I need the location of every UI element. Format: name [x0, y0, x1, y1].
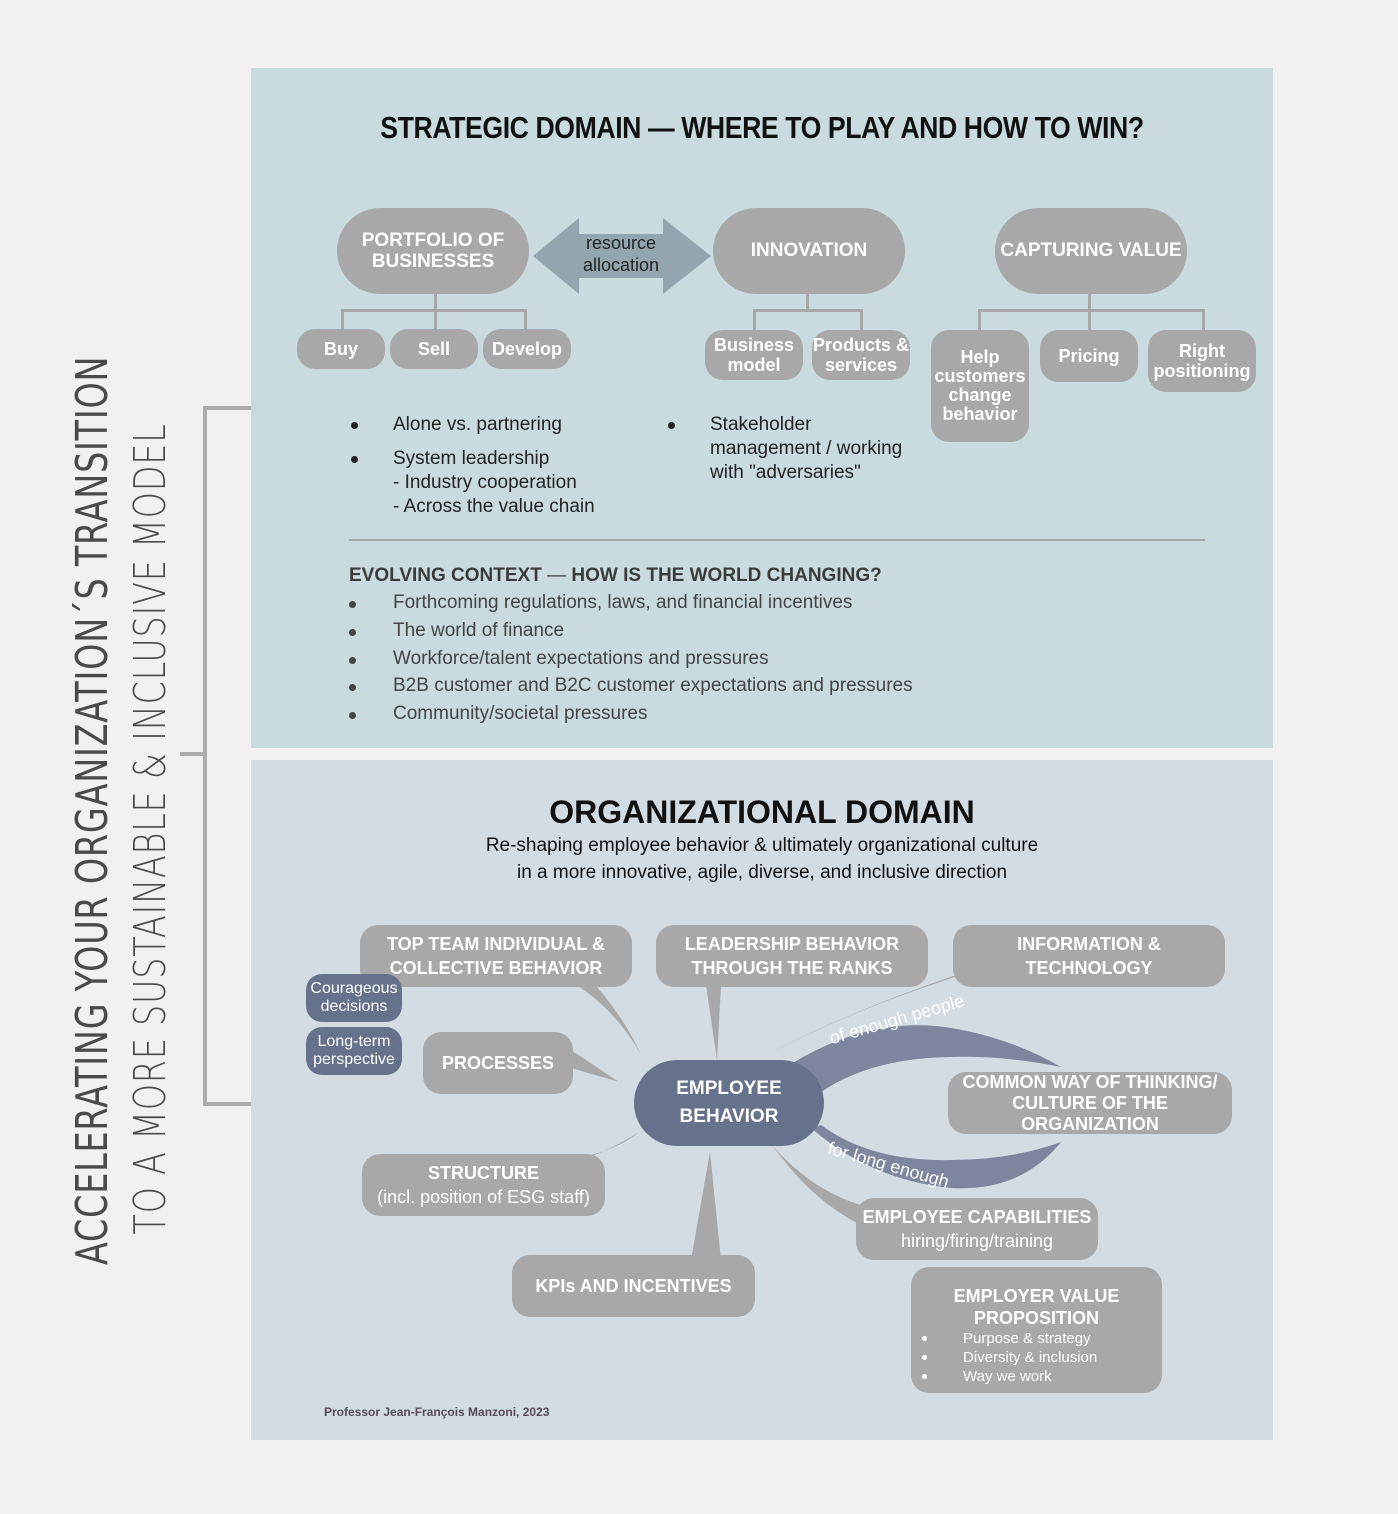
capturing-value-node: CAPTURING VALUE: [995, 208, 1187, 294]
connector: [753, 309, 756, 331]
connector: [1088, 309, 1091, 331]
kpis-bubble: KPIs AND INCENTIVES: [512, 1255, 755, 1317]
connector: [1088, 293, 1091, 311]
resource-allocation-arrow: [533, 218, 711, 294]
culture-bubble: COMMON WAY OF THINKING/CULTURE OF THE OR…: [948, 1072, 1232, 1134]
connector: [1202, 309, 1205, 331]
tail-kpis: [691, 1152, 721, 1260]
connector: [434, 293, 437, 311]
bracket-stem: [180, 752, 205, 756]
tail-leadership: [706, 985, 721, 1060]
connector: [341, 309, 344, 331]
divider: [349, 539, 1205, 541]
bullet-dot: [351, 422, 358, 429]
connector: [978, 309, 1205, 312]
bracket: [203, 406, 253, 1106]
tail-capabilities: [773, 1146, 861, 1225]
evolving-context-title: EVOLVING CONTEXT — HOW IS THE WORLD CHAN…: [349, 565, 882, 586]
connector: [860, 309, 863, 331]
organizational-domain-panel: ORGANIZATIONAL DOMAIN Re-shaping employe…: [251, 760, 1273, 1440]
connector: [978, 309, 981, 331]
tail-processes: [571, 1050, 619, 1082]
sell-node: Sell: [390, 329, 478, 369]
bullet-dot: [351, 456, 358, 463]
side-title-line2: TO A MORE SUSTAINABLE & INCLUSIVE MODEL: [125, 423, 176, 1235]
arc-top: [791, 1025, 1061, 1092]
structure-bubble: STRUCTURE(incl. position of ESG staff): [362, 1154, 605, 1216]
top-team-bubble: TOP TEAM INDIVIDUAL &COLLECTIVE BEHAVIOR: [360, 925, 632, 987]
buy-node: Buy: [297, 329, 385, 369]
bullet-stakeholder: Stakeholder management / working with "a…: [710, 414, 903, 483]
portfolio-label-2: BUSINESSES: [371, 251, 495, 272]
organizational-title: ORGANIZATIONAL DOMAIN: [549, 794, 975, 830]
bullet-system-leadership: System leadership - Industry cooperation…: [393, 448, 595, 517]
organizational-subtitle: Re-shaping employee behavior & ultimatel…: [485, 835, 1039, 883]
bullet-dot: [668, 422, 675, 429]
innovation-node: INNOVATION: [713, 208, 905, 294]
strategic-title: STRATEGIC DOMAIN — WHERE TO PLAY AND HOW…: [380, 110, 1144, 145]
connector: [806, 293, 809, 311]
strategic-domain-panel: STRATEGIC DOMAIN — WHERE TO PLAY AND HOW…: [251, 68, 1273, 748]
side-title-line1: ACCELERATING YOUR ORGANIZATION´S TRANSIT…: [67, 355, 118, 1265]
connector: [434, 309, 437, 331]
connector-tails: [551, 960, 1061, 1260]
bullet-alone-vs-partnering: Alone vs. partnering: [393, 414, 562, 435]
processes-bubble: PROCESSES: [423, 1032, 573, 1094]
develop-node: Develop: [483, 329, 571, 369]
credit-text: Professor Jean-François Manzoni, 2023: [324, 1405, 550, 1419]
tail-top-team: [551, 970, 641, 1055]
pricing-node: Pricing: [1040, 330, 1138, 382]
arc-bottom: [811, 1125, 1061, 1189]
products-services-node: Products &services: [812, 330, 910, 380]
connector: [524, 309, 527, 331]
info-tech-bubble: INFORMATION & TECHNOLOGY: [953, 925, 1225, 987]
portfolio-label-1: PORTFOLIO OF: [361, 229, 505, 251]
connector: [753, 309, 863, 312]
